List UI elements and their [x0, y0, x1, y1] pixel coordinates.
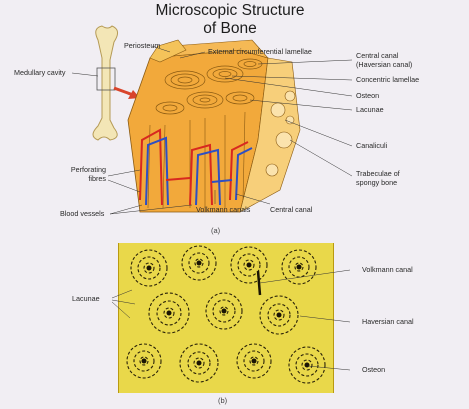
label-lacunae-a: Lacunae: [356, 105, 384, 114]
label-haversian-canal: Haversian canal: [362, 317, 414, 326]
label-perforating-1: Perforating: [70, 165, 106, 174]
label-periosteum: Periosteum: [124, 41, 161, 50]
label-lacunae-b: Lacunae: [72, 294, 100, 303]
label-perforating-fibres: Perforating fibres: [62, 165, 106, 183]
label-canaliculi: Canaliculi: [356, 141, 388, 150]
label-central-canal-bottom: Central canal: [270, 205, 313, 214]
figure-a-leader-lines: [71, 45, 353, 215]
label-volkmann-canal: Volkmann canal: [362, 265, 413, 274]
label-central-canal-1: Central canal: [356, 51, 399, 60]
label-medullary-cavity: Medullary cavity: [14, 68, 66, 77]
caption-b: (b): [218, 396, 228, 405]
label-trabeculae-1: Trabeculae of: [356, 169, 400, 178]
label-external-lamellae: External circumferential lamellae: [208, 47, 312, 56]
label-blood-vessels: Blood vessels: [60, 209, 105, 218]
diagram-title: Microscopic Structure of Bone: [120, 2, 340, 38]
label-osteon-a: Osteon: [356, 91, 380, 100]
histology-panel: [118, 243, 334, 393]
title-line-2: of Bone: [203, 20, 257, 37]
volkmann-canal-mark: [256, 270, 262, 296]
caption-a: (a): [211, 226, 221, 235]
femur-illustration: [92, 25, 118, 141]
label-volkmann-canals: Volkmann canals: [196, 205, 251, 214]
label-perforating-2: fibres: [88, 173, 106, 183]
label-concentric-lamellae: Concentric lamellae: [356, 75, 420, 84]
label-osteon-b: Osteon: [362, 365, 386, 374]
compact-bone-block: [127, 39, 301, 213]
label-trabeculae: Trabeculae of spongy bone: [356, 169, 400, 187]
label-central-canal-2: (Haversian canal): [356, 60, 413, 69]
label-trabeculae-2: spongy bone: [356, 177, 398, 187]
title-line-1: Microscopic Structure: [155, 2, 305, 19]
